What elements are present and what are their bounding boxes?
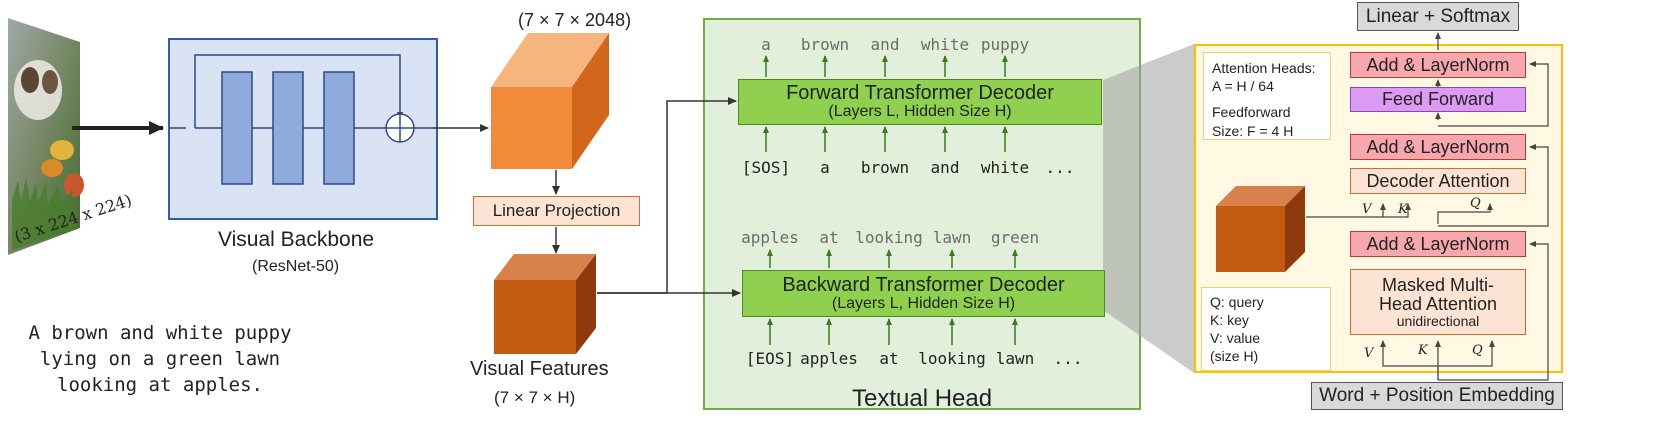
backward-input-token: [EOS]	[745, 349, 795, 368]
backward-output-token: apples	[741, 228, 799, 247]
backward-decoder-title: Backward Transformer Decoder	[782, 273, 1065, 296]
v-label-masked-attn: V	[1364, 346, 1374, 361]
backward-input-token: ...	[1053, 349, 1083, 368]
backward-input-token: lawn	[995, 349, 1035, 368]
resnet-residual-diagram	[170, 54, 432, 185]
visual-features-cube	[494, 254, 596, 354]
add-layernorm-box-middle: Add & LayerNorm	[1350, 134, 1526, 160]
backward-output-token: at	[819, 228, 839, 247]
decoder-attention-box: Decoder Attention	[1350, 168, 1526, 194]
textual-head-title: Textual Head	[852, 385, 993, 412]
feature-map-dims: (7 × 7 × 2048)	[518, 10, 632, 30]
attention-heads-note: Attention Heads: A = H / 64 Feedforward …	[1203, 52, 1331, 140]
word-position-embedding-box: Word + Position Embedding	[1311, 382, 1563, 410]
resnet-block-2	[272, 71, 304, 185]
linear-projection-box: Linear Projection	[473, 196, 640, 226]
forward-output-token: brown	[800, 35, 850, 54]
backbone-subtitle: (ResNet-50)	[252, 258, 340, 275]
q-label-masked-attn: Q	[1472, 343, 1483, 358]
resnet-block-3	[323, 71, 355, 185]
backward-transformer-decoder: Backward Transformer Decoder (Layers L, …	[742, 270, 1105, 317]
feed-forward-box: Feed Forward	[1350, 87, 1526, 112]
qkv-legend-note: Q: query K: key V: value (size H)	[1201, 287, 1331, 371]
backbone-title: Visual Backbone	[218, 228, 375, 251]
forward-decoder-title: Forward Transformer Decoder	[786, 82, 1054, 105]
q-label-decoder-attn: Q	[1470, 196, 1481, 211]
input-image	[8, 18, 84, 255]
caption-line-2: lying on a green lawn	[39, 348, 281, 370]
backward-decoder-subtitle: (Layers L, Hidden Size H)	[831, 294, 1016, 312]
k-label-masked-attn: K	[1418, 343, 1428, 358]
forward-output-token: and	[870, 35, 900, 54]
backward-token-arrows	[767, 249, 1018, 345]
forward-input-token: white	[980, 158, 1030, 177]
backward-output-token: looking	[855, 228, 923, 247]
forward-input-token: ...	[1045, 158, 1075, 177]
linear-projection-label: Linear Projection	[492, 201, 621, 221]
forward-decoder-subtitle: (Layers L, Hidden Size H)	[828, 103, 1012, 121]
backward-output-token: lawn	[932, 228, 972, 247]
forward-input-token: and	[930, 158, 960, 177]
caption-line-1: A brown and white puppy	[28, 322, 292, 344]
visual-features-dims: (7 × 7 × H)	[494, 388, 576, 407]
linear-softmax-box: Linear + Softmax	[1357, 2, 1519, 31]
backward-input-token: apples	[800, 349, 858, 368]
resnet-block-1	[221, 71, 253, 185]
forward-input-token: a	[820, 158, 830, 177]
add-layernorm-box-top: Add & LayerNorm	[1350, 52, 1526, 78]
masked-multi-head-attention-box: Masked Multi- Head Attention unidirectio…	[1350, 269, 1526, 335]
caption-line-3: looking at apples.	[57, 374, 263, 396]
forward-output-token: puppy	[980, 35, 1030, 54]
v-label-decoder-attn: V	[1362, 202, 1372, 217]
forward-transformer-decoder: Forward Transformer Decoder (Layers L, H…	[738, 79, 1102, 125]
detail-visual-features-cube	[1216, 186, 1305, 272]
add-layernorm-box-bottom: Add & LayerNorm	[1350, 231, 1526, 257]
forward-output-token: white	[920, 35, 970, 54]
zoom-wedge	[1103, 44, 1194, 373]
feature-map-cube	[491, 33, 609, 169]
forward-input-token: [SOS]	[741, 158, 791, 177]
k-label-decoder-attn: K	[1398, 202, 1408, 217]
backward-input-token: looking	[918, 349, 986, 368]
forward-token-arrows	[763, 55, 1008, 152]
visual-features-title: Visual Features	[470, 358, 609, 380]
input-caption: A brown and white puppy lying on a green…	[10, 320, 310, 398]
backward-input-token: at	[879, 349, 899, 368]
backward-output-token: green	[990, 228, 1040, 247]
forward-output-token: a	[761, 35, 771, 54]
forward-input-token: brown	[860, 158, 910, 177]
